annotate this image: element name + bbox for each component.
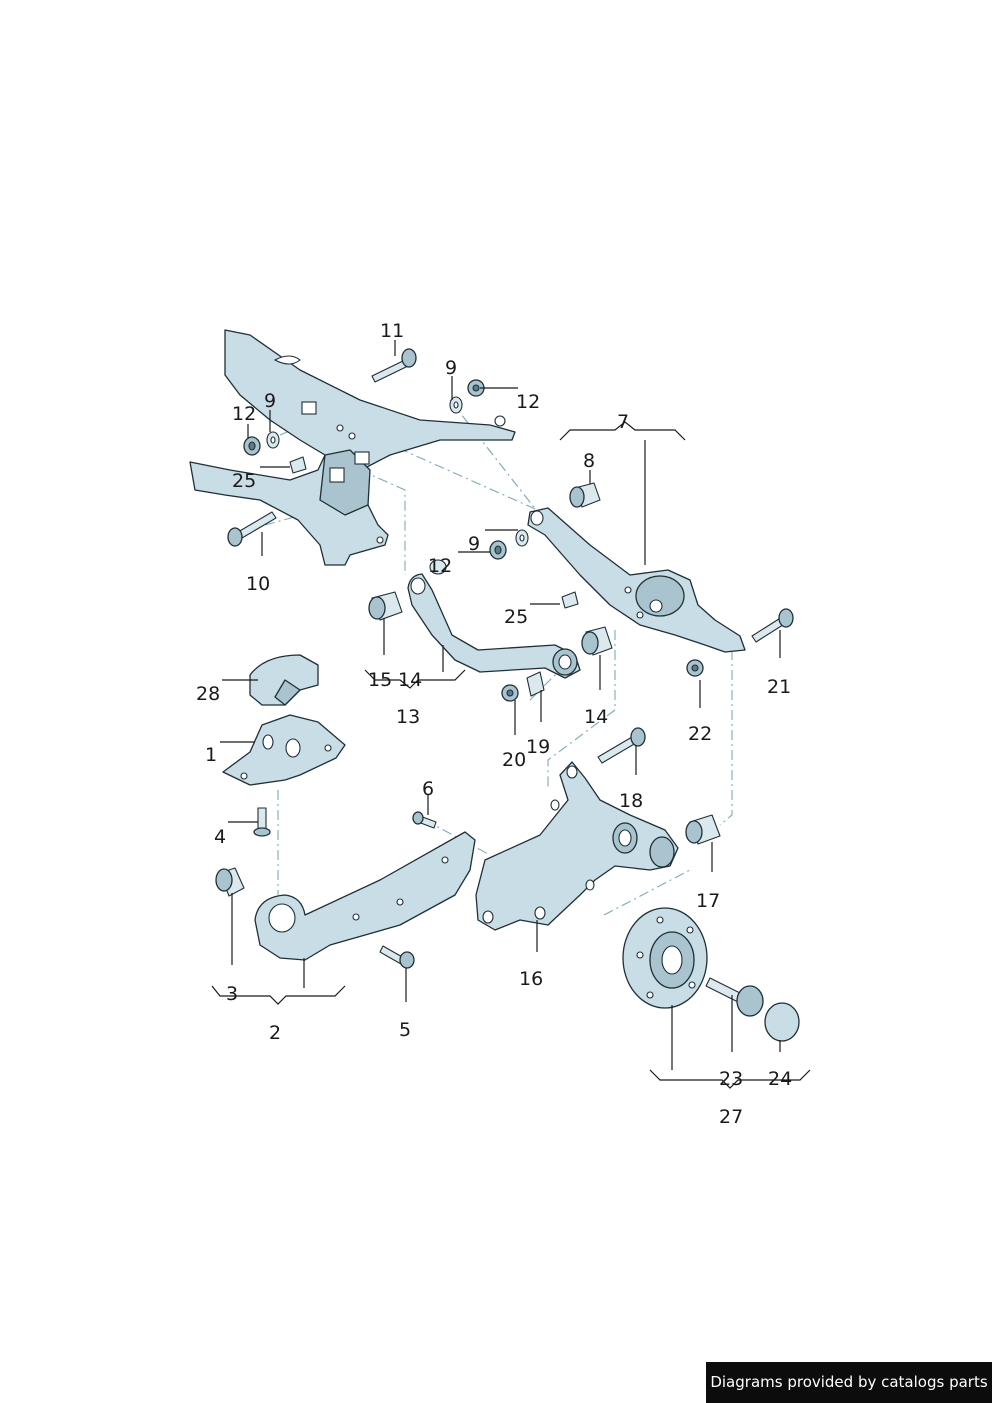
callout-9-middle: 9 xyxy=(468,533,480,555)
bracket-19 xyxy=(526,671,545,697)
callout-8: 8 xyxy=(583,450,595,472)
callout-28: 28 xyxy=(196,683,220,705)
bolt-18 xyxy=(597,727,646,764)
cap-24 xyxy=(764,1002,800,1042)
callout-10: 10 xyxy=(246,573,270,595)
callout-3: 3 xyxy=(226,983,238,1005)
bolt-21 xyxy=(751,608,794,643)
callout-12-middle: 12 xyxy=(428,555,452,577)
wheel-bearing-housing-16 xyxy=(475,761,679,931)
callout-1: 1 xyxy=(205,744,217,766)
callout-11: 11 xyxy=(380,320,404,342)
callout-14-right: 14 xyxy=(584,706,608,728)
callout-21: 21 xyxy=(767,676,791,698)
callout-16: 16 xyxy=(519,968,543,990)
bushing-25-middle xyxy=(561,591,579,609)
callout-23: 23 xyxy=(719,1068,743,1090)
washer-9-upper-left xyxy=(266,431,280,449)
callout-13: 13 xyxy=(396,706,420,728)
bolt-11 xyxy=(371,348,417,383)
bushing-25-upper xyxy=(289,456,307,474)
callout-7: 7 xyxy=(617,411,629,433)
callout-24: 24 xyxy=(768,1068,792,1090)
callout-6: 6 xyxy=(422,778,434,800)
callout-17: 17 xyxy=(696,890,720,912)
callout-labels: 11 9 12 12 9 25 10 7 8 9 12 25 21 22 28 … xyxy=(196,320,792,1128)
bolt-5 xyxy=(379,945,415,969)
bushing-17 xyxy=(685,814,721,845)
bracket-1 xyxy=(222,714,346,786)
callout-15: 15 xyxy=(368,669,392,691)
washer-9-middle xyxy=(515,529,529,547)
bushing-15 xyxy=(368,591,403,621)
bolt-23 xyxy=(705,977,764,1017)
screw-4 xyxy=(253,807,271,837)
lower-control-arm-7 xyxy=(527,507,746,653)
callout-19: 19 xyxy=(526,736,550,758)
nut-12-upper-left xyxy=(243,436,261,456)
stop-28 xyxy=(249,654,319,706)
callout-5: 5 xyxy=(399,1019,411,1041)
bolt-6 xyxy=(412,811,437,829)
callout-18: 18 xyxy=(619,790,643,812)
washer-9-upper-right xyxy=(449,396,463,414)
callout-14-left: 14 xyxy=(398,669,422,691)
bushing-14 xyxy=(581,626,613,656)
callout-20: 20 xyxy=(502,749,526,771)
wheel-hub-27 xyxy=(622,907,708,1009)
nut-20 xyxy=(501,684,519,702)
bushing-3 xyxy=(215,867,245,897)
callout-9-upper-right: 9 xyxy=(445,357,457,379)
callout-27: 27 xyxy=(719,1106,743,1128)
rear-subframe xyxy=(189,329,516,566)
bolt-10 xyxy=(227,511,277,547)
callout-2: 2 xyxy=(269,1022,281,1044)
nut-12-middle xyxy=(489,540,507,560)
upper-control-arm-13 xyxy=(407,559,581,679)
callout-4: 4 xyxy=(214,826,226,848)
callout-12-upper-right: 12 xyxy=(516,391,540,413)
callout-25-middle: 25 xyxy=(504,606,528,628)
trailing-arm-2 xyxy=(254,831,476,961)
bushing-8 xyxy=(569,482,601,508)
assembly-guide-lines xyxy=(264,399,733,916)
credit-banner: Diagrams provided by catalogs parts xyxy=(706,1362,992,1403)
nut-22 xyxy=(686,659,704,677)
callout-9-upper-left: 9 xyxy=(264,390,276,412)
leader-lines xyxy=(211,340,811,1089)
callout-25-upper: 25 xyxy=(232,470,256,492)
callout-12-upper-left: 12 xyxy=(232,403,256,425)
callout-22: 22 xyxy=(688,723,712,745)
